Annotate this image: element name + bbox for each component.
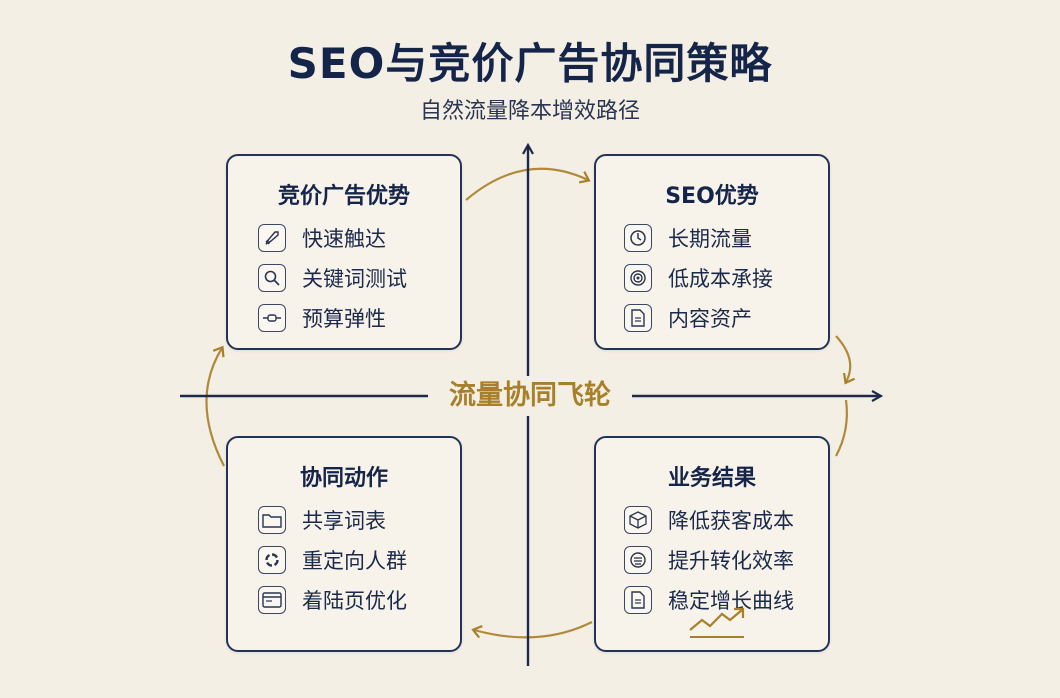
item-label: 共享词表: [302, 509, 386, 533]
list-item: 提升转化效率: [596, 540, 828, 580]
list-item: 关键词测试: [228, 258, 460, 298]
browser-icon: [258, 586, 286, 614]
target-icon: [624, 264, 652, 292]
flywheel-arc-left: [205, 345, 225, 467]
card-title: SEO优势: [665, 184, 759, 209]
item-label: 提升转化效率: [668, 549, 794, 573]
card-synergy-actions: 协同动作 共享词表 重定向人群 着陆页优化: [226, 436, 462, 652]
card-title: 业务结果: [667, 466, 756, 491]
card-title: 协同动作: [299, 466, 388, 491]
list-item: 内容资产: [596, 298, 828, 338]
list-item: 降低获客成本: [596, 500, 828, 540]
list-item: 低成本承接: [596, 258, 828, 298]
retarget-icon: [258, 546, 286, 574]
item-label: 着陆页优化: [302, 589, 407, 613]
list-item: 稳定增长曲线: [596, 580, 828, 620]
slider-icon: [258, 304, 286, 332]
page-subtitle: 自然流量降本增效路径: [419, 99, 640, 124]
list-item: 快速触达: [228, 218, 460, 258]
item-label: 稳定增长曲线: [668, 589, 794, 613]
rocket-icon: [258, 224, 286, 252]
document-icon: [624, 304, 652, 332]
flywheel-arc-right: [835, 335, 856, 385]
page-title: SEO与竞价广告协同策略: [287, 39, 773, 88]
item-label: 降低获客成本: [668, 509, 794, 533]
card-seo-advantages: SEO优势 长期流量 低成本承接 内容资产: [594, 154, 830, 350]
item-label: 快速触达: [302, 227, 386, 251]
list-item: 长期流量: [596, 218, 828, 258]
list-item: 预算弹性: [228, 298, 460, 338]
search-icon: [258, 264, 286, 292]
item-label: 重定向人群: [302, 549, 407, 573]
item-label: 预算弹性: [302, 307, 386, 331]
folder-icon: [258, 506, 286, 534]
item-label: 低成本承接: [668, 267, 773, 291]
list-item: 重定向人群: [228, 540, 460, 580]
item-label: 长期流量: [668, 227, 752, 251]
layers-icon: [624, 546, 652, 574]
flywheel-label: 流量协同飞轮: [428, 376, 632, 416]
flywheel-arc-bottom: [471, 621, 593, 639]
trend-up-icon: [689, 607, 745, 638]
card-business-results: 业务结果 降低获客成本 提升转化效率 稳定增长曲线: [594, 436, 830, 652]
card-title: 竞价广告优势: [277, 184, 410, 209]
flywheel-arc-right-lower: [835, 399, 848, 457]
report-icon: [624, 586, 652, 614]
list-item: 共享词表: [228, 500, 460, 540]
clock-icon: [624, 224, 652, 252]
cube-icon: [624, 506, 652, 534]
item-label: 内容资产: [668, 307, 752, 331]
item-label: 关键词测试: [302, 267, 407, 291]
flywheel-arc-top: [465, 167, 591, 201]
list-item: 着陆页优化: [228, 580, 460, 620]
card-ad-advantages: 竞价广告优势 快速触达 关键词测试 预算弹性: [226, 154, 462, 350]
